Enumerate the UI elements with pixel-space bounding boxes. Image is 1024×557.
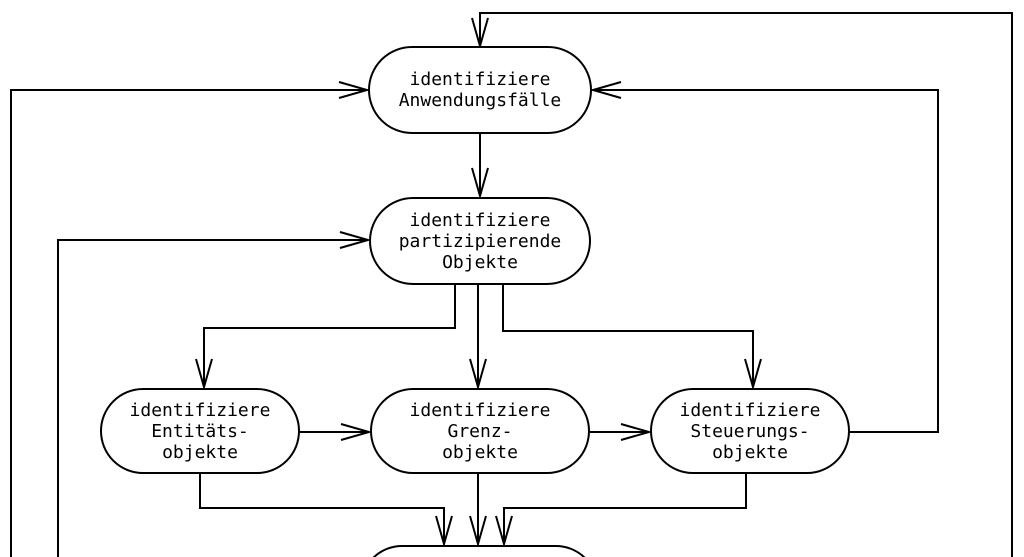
node-label-line: Entitäts- [151,420,249,442]
node-identify-participating-objects: identifiziere partizipierende Objekte [369,197,591,285]
node-identify-control-objects: identifiziere Steuerungs- objekte [650,388,850,474]
edge-feedback-to-participating-left [57,239,368,557]
arrowhead-right-participating [339,231,372,249]
edge-entity-to-bottom [199,474,445,544]
edge-participating-to-control [502,285,754,387]
arrowhead-down-bottom-left [435,515,453,548]
node-label-line: partizipierende [398,230,562,252]
arrowhead-down-bottom-center [469,515,487,548]
arrowhead-right-control [620,423,653,441]
edge-feedback-to-use-cases-left [10,89,367,557]
edge-feedback-to-use-cases-top [479,12,1013,557]
node-identify-boundary-objects: identifiziere Grenz- objekte [370,388,590,474]
node-label-line: identifiziere [679,399,821,421]
node-bottom-cropped [360,545,598,557]
arrowhead-left-use-cases [589,81,622,99]
arrowhead-down-participating [471,167,489,200]
node-label-line: identifiziere [409,69,551,90]
arrowhead-down-bottom-right [495,515,513,548]
node-label-line: Grenz- [447,420,513,442]
arrowhead-down-boundary [469,358,487,391]
arrowhead-right-boundary [340,423,373,441]
edge-participating-to-entity [203,285,456,387]
edge-control-to-use-cases [593,89,939,433]
arrowhead-down-control [744,358,762,391]
node-label-line: Anwendungsfälle [398,90,562,111]
edge-control-to-bottom [503,474,747,544]
node-identify-entity-objects: identifiziere Entitäts- objekte [100,388,300,474]
node-label-line: identifiziere [409,399,551,421]
arrowhead-right-use-cases [338,81,371,99]
node-label-line: identifiziere [129,399,271,421]
node-label-line: objekte [712,441,788,463]
node-label-line: identifiziere [409,209,551,231]
node-label-line: objekte [442,441,518,463]
arrowhead-down-entity [195,358,213,391]
node-label-line: Steuerungs- [690,420,810,442]
node-label-line: Objekte [442,251,518,273]
node-label-line: objekte [162,441,238,463]
node-identify-use-cases: identifiziere Anwendungsfälle [368,46,592,134]
